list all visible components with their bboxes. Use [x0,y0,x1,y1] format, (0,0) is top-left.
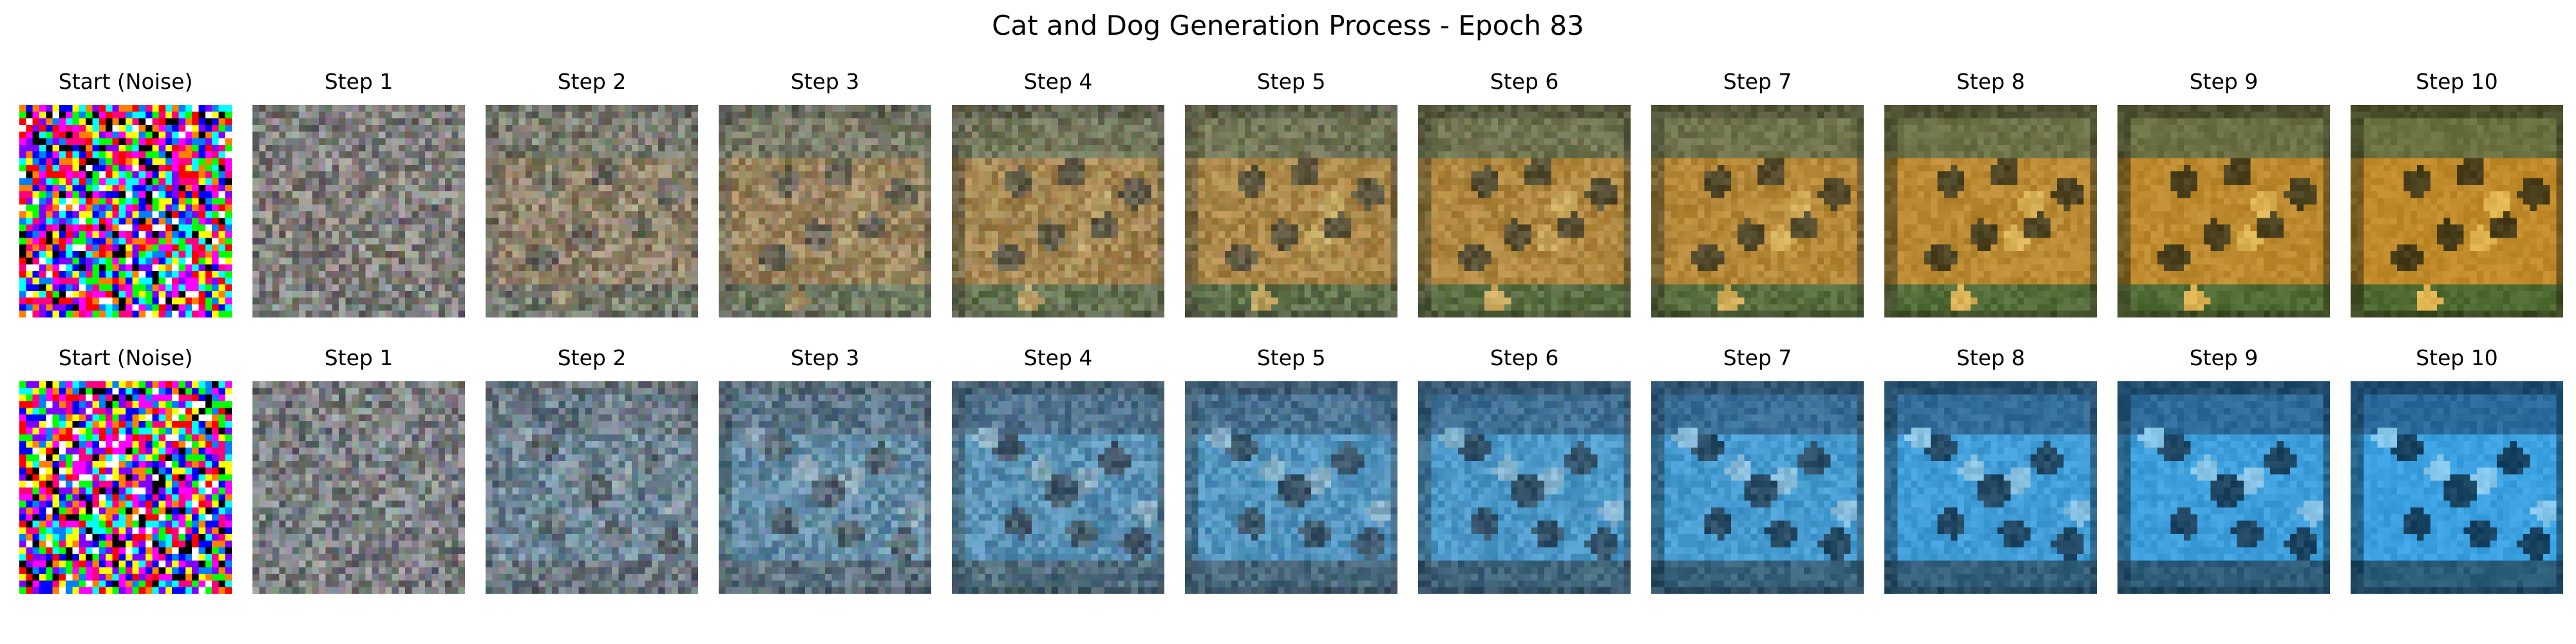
panel-title: Step 6 [1490,69,1559,94]
panel-title: Step 4 [1023,345,1093,370]
generated-image [486,105,698,317]
generated-image [1418,381,1631,594]
cat-panel-4: Step 4 [952,68,1164,317]
panel-title: Step 8 [1956,69,2025,94]
dog-panel-10: Step 10 [2351,344,2563,594]
generated-image [1185,105,1397,317]
noise-image [19,381,232,594]
generated-image [719,105,931,317]
generated-image [952,105,1164,317]
dog-panel-5: Step 5 [1185,344,1397,594]
panel-title: Step 6 [1490,345,1559,370]
panel-title: Step 10 [2416,345,2498,370]
dog-panel-8: Step 8 [1884,344,2097,594]
panel-title: Step 8 [1956,345,2025,370]
cat-panel-7: Step 7 [1651,68,1864,317]
panel-title: Step 3 [790,345,860,370]
panel-title: Step 10 [2416,69,2498,94]
noise-image [19,105,232,317]
generated-image [2351,381,2563,594]
panel-title: Step 5 [1256,69,1326,94]
generated-image [2117,381,2330,594]
generated-image [1884,105,2097,317]
dog-panel-9: Step 9 [2117,344,2330,594]
panel-title: Step 7 [1723,345,1792,370]
panel-title: Step 4 [1023,69,1093,94]
panel-title: Step 5 [1256,345,1326,370]
cat-panel-2: Step 2 [486,68,698,317]
generated-image [1884,381,2097,594]
cat-panel-6: Step 6 [1418,68,1631,317]
generated-image [2351,105,2563,317]
generated-image [1651,381,1864,594]
generated-image [1651,105,1864,317]
dog-panel-7: Step 7 [1651,344,1864,594]
cat-panel-5: Step 5 [1185,68,1397,317]
panel-title: Step 1 [324,69,393,94]
generated-image [486,381,698,594]
panel-title: Step 3 [790,69,860,94]
cat-panel-1: Step 1 [252,68,465,317]
dog-panel-3: Step 3 [719,344,931,594]
cat-panel-9: Step 9 [2117,68,2330,317]
generated-image [1185,381,1397,594]
cat-panel-10: Step 10 [2351,68,2563,317]
generated-image [1418,105,1631,317]
dog-panel-6: Step 6 [1418,344,1631,594]
panel-title: Step 1 [324,345,393,370]
panel-title: Step 9 [2189,345,2259,370]
generated-image [252,105,465,317]
generated-image [2117,105,2330,317]
dog-panel-2: Step 2 [486,344,698,594]
dog-panel-1: Step 1 [252,344,465,594]
panel-title: Step 2 [557,69,627,94]
panel-title: Start (Noise) [58,345,193,370]
cat-panel-8: Step 8 [1884,68,2097,317]
panel-title: Start (Noise) [58,69,193,94]
panel-title: Step 2 [557,345,627,370]
panel-title: Step 9 [2189,69,2259,94]
dog-panel-4: Step 4 [952,344,1164,594]
cat-panel-0: Start (Noise) [19,68,232,317]
dog-panel-0: Start (Noise) [19,344,232,594]
figure-title: Cat and Dog Generation Process - Epoch 8… [992,10,1584,41]
panel-title: Step 7 [1723,69,1792,94]
generated-image [952,381,1164,594]
generated-image [252,381,465,594]
cat-panel-3: Step 3 [719,68,931,317]
generated-image [719,381,931,594]
